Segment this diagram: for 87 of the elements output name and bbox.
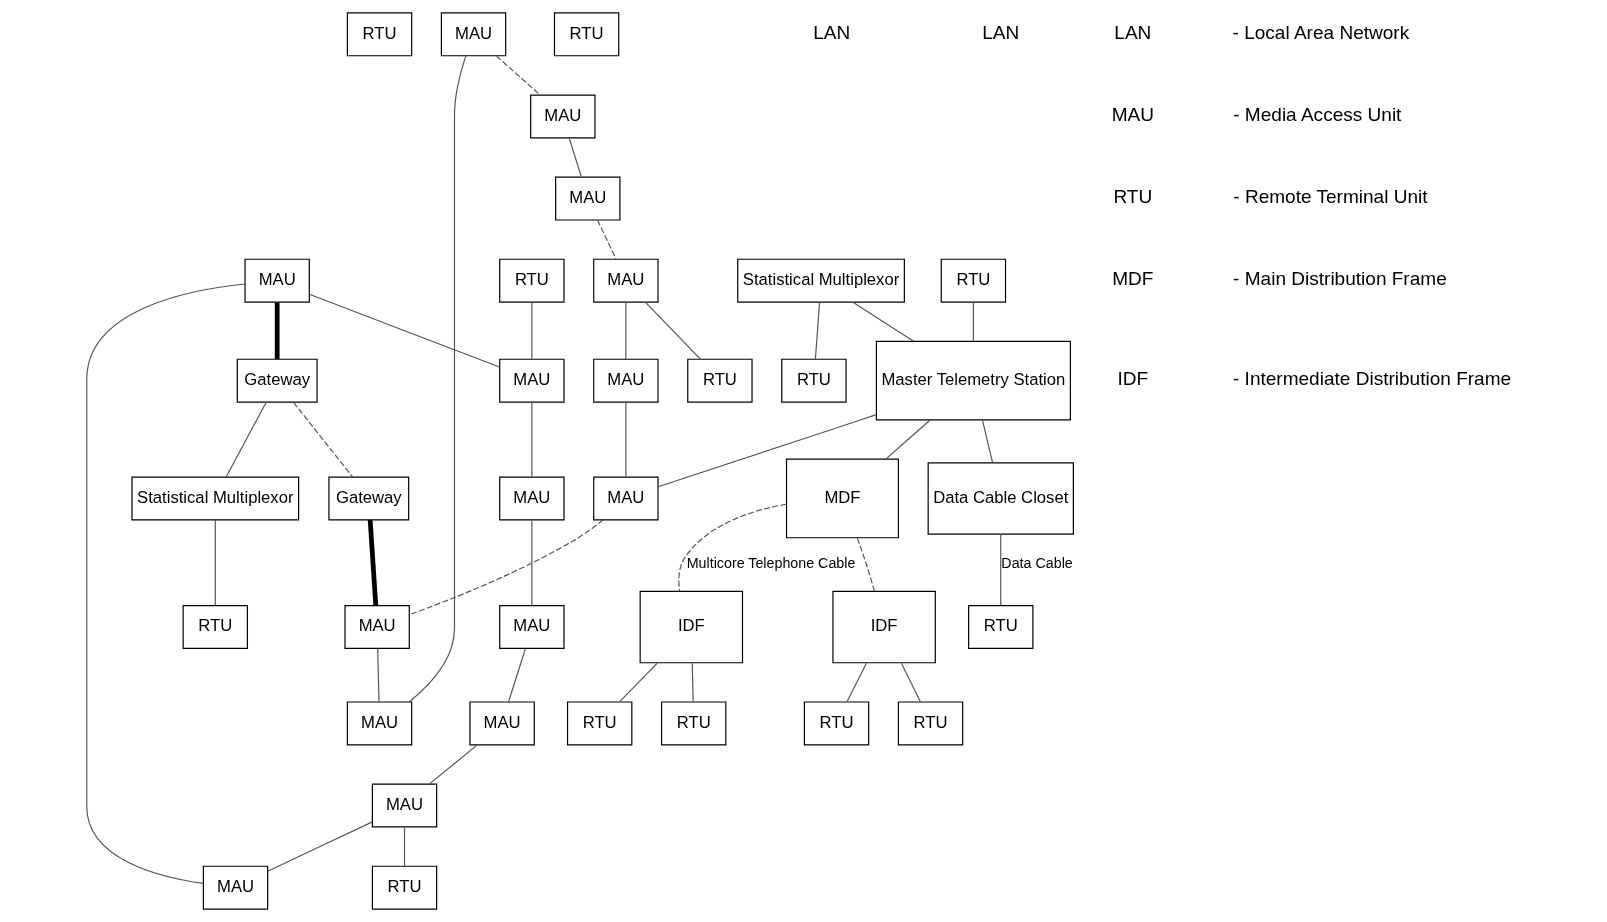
connector [597,219,617,260]
node-box: MAU [499,605,565,650]
connector [531,519,533,606]
label: IDF [1117,368,1149,390]
node-box: MAU [499,358,565,403]
connector [981,419,994,464]
connector [972,302,974,342]
connector [214,519,216,606]
connector [856,537,876,592]
connector [625,401,627,478]
node-box: MAU [346,701,413,746]
connector [531,302,533,360]
label: RTU [1113,186,1153,208]
edge-label: Multicore Telephone Cable [686,555,856,572]
node-box: RTU [371,865,438,910]
node-box: MAU [555,176,621,221]
node-box: RTU [346,12,413,57]
node-box: MAU [530,94,596,139]
node-box: MAU [244,258,310,303]
node-box: RTU [553,12,620,57]
node-box: Data Cable Closet [927,462,1074,535]
connector [408,55,467,703]
node-box: MAU [593,258,659,303]
connector [507,648,526,703]
node-box: RTU [940,258,1007,303]
label: LAN [1114,21,1152,43]
node-box: MAU [371,783,438,828]
connector [900,662,921,703]
edge-label: Data Cable [1001,555,1073,572]
node-box: MAU [593,476,659,521]
connector [885,419,931,460]
connector [1000,533,1002,606]
label: - Intermediate Distribution Frame [1232,368,1512,390]
label: - Media Access Unit [1233,103,1402,125]
node-box: RTU [897,701,964,746]
connector [846,662,867,703]
node-box: RTU [566,701,633,746]
connector [367,519,379,606]
node-box: Gateway [236,358,318,403]
connector [619,662,658,703]
node-box: MAU [499,476,565,521]
label: LAN [982,21,1020,43]
node-box: RTU [499,258,565,303]
connector [403,826,406,867]
connector [645,302,701,360]
connector [625,302,627,360]
label: - Main Distribution Frame [1233,268,1447,290]
connector [495,55,541,96]
node-box: RTU [968,605,1034,650]
connector [428,744,478,785]
node-box: IDF [832,590,936,664]
connector [814,302,821,360]
connector [657,414,877,488]
connector [86,283,246,884]
connector [267,821,373,872]
connector [292,401,354,478]
node-box: MDF [785,458,899,539]
node-box: Gateway [328,476,410,521]
label: - Local Area Network [1232,21,1410,43]
connector [568,137,582,178]
label: MAU [1111,103,1155,125]
label: LAN [813,21,851,43]
node-box: Statistical Multiplexor [737,258,905,303]
label: - Remote Terminal Unit [1233,186,1428,208]
label: MDF [1112,268,1154,290]
connector [408,519,604,616]
connector [377,648,380,703]
node-box: MAU [469,701,535,746]
node-box: RTU [687,358,753,403]
node-box: Statistical Multiplexor [131,476,300,521]
node-box: IDF [639,590,744,664]
node-box: RTU [661,701,727,746]
node-box: MAU [593,358,659,403]
node-box: MAU [202,865,269,910]
node-box: MAU [440,12,507,57]
node-box: RTU [182,605,248,650]
node-box: RTU [803,701,870,746]
node-box: Master Telemetry Station [875,340,1071,421]
connector [691,662,694,703]
connector [274,302,280,360]
connector [308,293,501,368]
connector [531,401,533,478]
connector [852,301,915,342]
connector [678,503,787,592]
node-box: MAU [344,605,410,650]
connector [225,401,267,478]
node-box: RTU [781,358,847,403]
